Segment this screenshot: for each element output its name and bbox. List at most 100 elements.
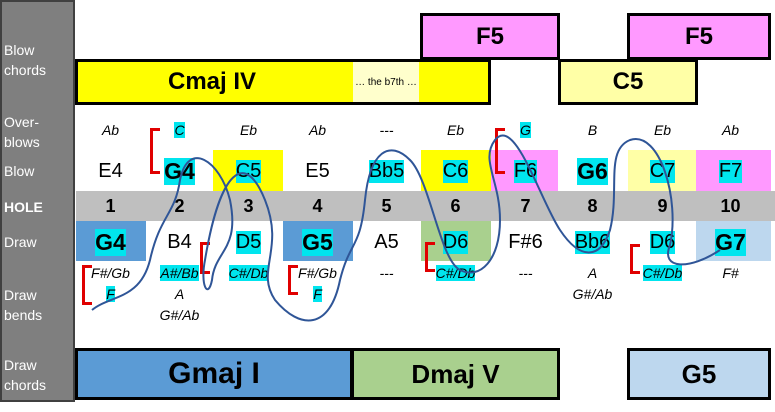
overblow-note-text: C: [174, 122, 185, 138]
draw-bend-note: F#/Gb: [283, 262, 352, 284]
hole-number-text: 6: [450, 195, 461, 216]
bend-bracket-draw-4: [288, 265, 298, 295]
draw-bend-note-text: C#/Db: [642, 265, 683, 281]
draw-bend-note-text: ---: [518, 265, 533, 281]
hole-number: 5: [352, 193, 421, 219]
chord-c5: C5: [558, 59, 698, 105]
overblow-note: Eb: [421, 118, 490, 142]
overblow-note-text: Eb: [239, 122, 258, 138]
chord-dmaj-v: Dmaj V: [351, 348, 560, 400]
draw-bend-note: C#/Db: [214, 262, 283, 284]
overblow-note: Ab: [76, 118, 145, 142]
hole-number-text: 5: [381, 195, 392, 216]
blow-note-text: E5: [305, 159, 330, 182]
draw-note-text: G5: [302, 228, 333, 256]
draw-bend-note: F#/Gb: [76, 262, 145, 284]
overblow-note-text: Ab: [721, 122, 740, 138]
draw-note-text: G4: [95, 228, 126, 256]
hole-band: [76, 191, 775, 221]
draw-bend2-note-text: A: [174, 286, 185, 302]
draw-bend2-note-text: F: [313, 286, 322, 302]
draw-note: G5: [283, 223, 352, 261]
row-label-column: [0, 0, 75, 402]
bend-bracket-draw-9: [630, 244, 640, 274]
chord-cmaj-iv: Cmaj IV: [75, 59, 491, 105]
draw-bend-note: C#/Db: [421, 262, 490, 284]
draw-bend3-note: G#/Ab: [145, 305, 214, 325]
label-overblows: Over- blows: [4, 114, 40, 150]
hole-number: 2: [145, 193, 214, 219]
overblow-note-text: G: [520, 122, 531, 138]
chord-gmaj-i: Gmaj I: [75, 348, 353, 400]
bend-bracket-draw-3: [200, 242, 210, 274]
overblow-note-text: B: [587, 122, 598, 138]
draw-note-text: D6: [442, 230, 469, 254]
chord-f5-a: F5: [420, 13, 560, 60]
hole-number-text: 10: [720, 195, 741, 216]
draw-bend-note-text: F#/Gb: [298, 265, 337, 281]
hole-number: 9: [628, 193, 697, 219]
chord-g5: G5: [627, 348, 771, 400]
blow-note-text: C5: [235, 159, 262, 183]
blow-note: C7: [628, 152, 697, 190]
hole-number: 4: [283, 193, 352, 219]
blow-note-text: E4: [98, 159, 123, 182]
label-draw-chords: Draw chords: [4, 357, 47, 393]
hole-number: 6: [421, 193, 490, 219]
blow-note-text: G6: [577, 157, 608, 185]
draw-note-text: B4: [167, 230, 192, 253]
draw-note: D5: [214, 223, 283, 261]
draw-bend-note: C#/Db: [628, 262, 697, 284]
overblow-note: ---: [352, 118, 421, 142]
hole-number-text: 7: [520, 195, 531, 216]
blow-note-text: Bb5: [368, 159, 405, 183]
draw-note-text: A5: [374, 230, 399, 253]
overblow-note-text: Ab: [308, 122, 327, 138]
draw-note: G4: [76, 223, 145, 261]
bend-bracket-draw-6: [425, 242, 435, 272]
draw-note-text: F#6: [508, 230, 543, 253]
hole-number: 3: [214, 193, 283, 219]
label-blow-chords: Blow chords: [4, 42, 47, 78]
hole-number-text: 1: [105, 195, 116, 216]
draw-bend-note: ---: [491, 262, 560, 284]
hole-number: 7: [491, 193, 560, 219]
hole-number-text: 2: [174, 195, 185, 216]
draw-bend-note-text: A: [587, 265, 598, 281]
overblow-note: Ab: [283, 118, 352, 142]
draw-note: A5: [352, 223, 421, 261]
draw-bend2-note-text: G#/Ab: [572, 286, 613, 302]
bend-bracket-draw-1: [82, 265, 92, 305]
blow-note: Bb5: [352, 152, 421, 190]
draw-bend-note: ---: [352, 262, 421, 284]
label-blow: Blow: [4, 163, 35, 179]
blow-note: E4: [76, 152, 145, 190]
overblow-note-text: Ab: [101, 122, 120, 138]
draw-bend-note-text: F#/Gb: [91, 265, 130, 281]
overblow-note-text: Eb: [446, 122, 465, 138]
draw-bend2-note: G#/Ab: [558, 284, 627, 304]
curve-path: [91, 134, 721, 322]
hole-number: 8: [558, 193, 627, 219]
draw-bend3-note-text: G#/Ab: [159, 307, 200, 323]
overblow-note-text: ---: [379, 122, 394, 138]
label-draw-bends: Draw bends: [4, 287, 43, 323]
overblow-note: Eb: [628, 118, 697, 142]
overblow-note: G: [491, 118, 560, 142]
draw-bend-note-text: C#/Db: [435, 265, 476, 281]
b7th-note: … the b7th …: [353, 62, 419, 102]
draw-bend-note-text: F#: [722, 265, 739, 281]
blow-note: E5: [283, 152, 352, 190]
overblow-note: B: [558, 118, 627, 142]
overblow-note: Ab: [696, 118, 765, 142]
draw-bend-note-text: A#/Bb: [160, 265, 199, 281]
draw-bend2-note: F: [76, 284, 145, 304]
hole-number-text: 8: [587, 195, 598, 216]
bend-bracket-overblow-2: [150, 128, 160, 174]
blow-note: G6: [558, 152, 627, 190]
blow-note-text: F7: [718, 159, 743, 183]
draw-note: B4: [145, 223, 214, 261]
bend-bracket-overblow-7: [495, 128, 505, 174]
